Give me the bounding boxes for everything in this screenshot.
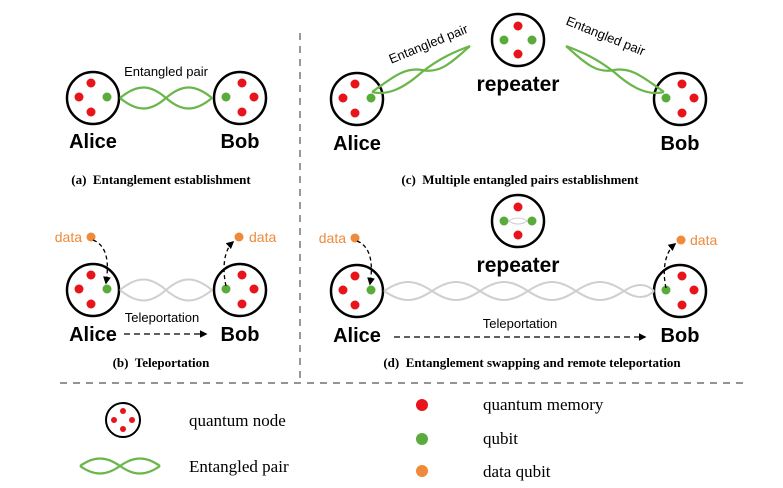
data-qubit-right-b bbox=[234, 232, 244, 242]
node-bob-a bbox=[212, 70, 268, 126]
data-label-right-d: data bbox=[690, 232, 717, 248]
node-bob-c bbox=[652, 71, 708, 127]
data-qubit-left-d bbox=[350, 233, 360, 243]
data-label-right-b: data bbox=[249, 229, 276, 245]
panel-a: Entangled pair Alice Bob (a) Entanglemen… bbox=[65, 64, 268, 187]
panel-b: data data Teleportation Alice Bob (b) Te… bbox=[55, 229, 277, 370]
alice-label-b: Alice bbox=[69, 324, 117, 346]
data-arrow-left-b bbox=[92, 239, 111, 285]
caption-d: (d) Entanglement swapping and remote tel… bbox=[383, 355, 681, 370]
entangled-link-a bbox=[119, 86, 213, 110]
node-bob-d bbox=[652, 263, 708, 319]
legend-qubit-label: qubit bbox=[483, 429, 518, 448]
data-qubit-left-b bbox=[86, 232, 96, 242]
data-qubit-right-d bbox=[676, 235, 686, 245]
repeater-label-d: repeater bbox=[477, 254, 560, 277]
caption-a: (a) Entanglement establishment bbox=[71, 172, 251, 187]
data-arrow-right-d bbox=[663, 243, 677, 289]
alice-label-a: Alice bbox=[69, 131, 117, 153]
legend-entangled-pair-label: Entangled pair bbox=[189, 457, 289, 476]
data-arrow-right-b bbox=[223, 240, 235, 287]
node-alice-a bbox=[65, 70, 121, 126]
entangled-link-b bbox=[119, 278, 213, 302]
bob-label-b: Bob bbox=[221, 324, 260, 346]
panel-c: Entangled pair Entangled pair repeater A… bbox=[329, 12, 708, 187]
legend-quantum-memory-label: quantum memory bbox=[483, 395, 604, 414]
data-arrow-left-d bbox=[356, 240, 375, 286]
node-alice-c bbox=[329, 71, 385, 127]
node-repeater-c bbox=[490, 12, 546, 68]
node-repeater-d bbox=[490, 193, 546, 249]
data-label-left-b: data bbox=[55, 229, 82, 245]
entangled-link-c-left bbox=[371, 44, 471, 95]
entangled-link-c-right bbox=[565, 44, 665, 95]
entangled-label-c-right: Entangled pair bbox=[564, 13, 648, 59]
legend-data-qubit-icon bbox=[416, 465, 428, 477]
entangled-label-a: Entangled pair bbox=[124, 64, 209, 79]
node-alice-d bbox=[329, 263, 385, 319]
repeater-label-c: repeater bbox=[477, 73, 560, 96]
legend-quantum-node-icon bbox=[105, 402, 141, 438]
node-bob-b bbox=[212, 262, 268, 318]
data-label-left-d: data bbox=[319, 230, 346, 246]
legend: quantum node Entangled pair quantum memo… bbox=[79, 395, 604, 481]
legend-qubit-icon bbox=[416, 433, 428, 445]
bob-label-d: Bob bbox=[661, 325, 700, 347]
panel-d: data data repeater Teleportation Alice B… bbox=[319, 193, 717, 370]
legend-quantum-memory-icon bbox=[416, 399, 428, 411]
caption-b: (b) Teleportation bbox=[113, 355, 211, 370]
legend-quantum-node-label: quantum node bbox=[189, 411, 286, 430]
caption-c: (c) Multiple entangled pairs establishme… bbox=[401, 172, 639, 187]
bob-label-c: Bob bbox=[661, 133, 700, 155]
alice-label-c: Alice bbox=[333, 133, 381, 155]
bob-label-a: Bob bbox=[221, 131, 260, 153]
teleport-label-d: Teleportation bbox=[483, 316, 557, 331]
entangled-label-c-left: Entangled pair bbox=[387, 21, 471, 67]
node-alice-b bbox=[65, 262, 121, 318]
alice-label-d: Alice bbox=[333, 325, 381, 347]
legend-data-qubit-label: data qubit bbox=[483, 462, 551, 481]
teleport-label-b: Teleportation bbox=[125, 310, 199, 325]
legend-entangled-pair-icon bbox=[79, 457, 161, 475]
entangled-link-d bbox=[383, 281, 655, 301]
